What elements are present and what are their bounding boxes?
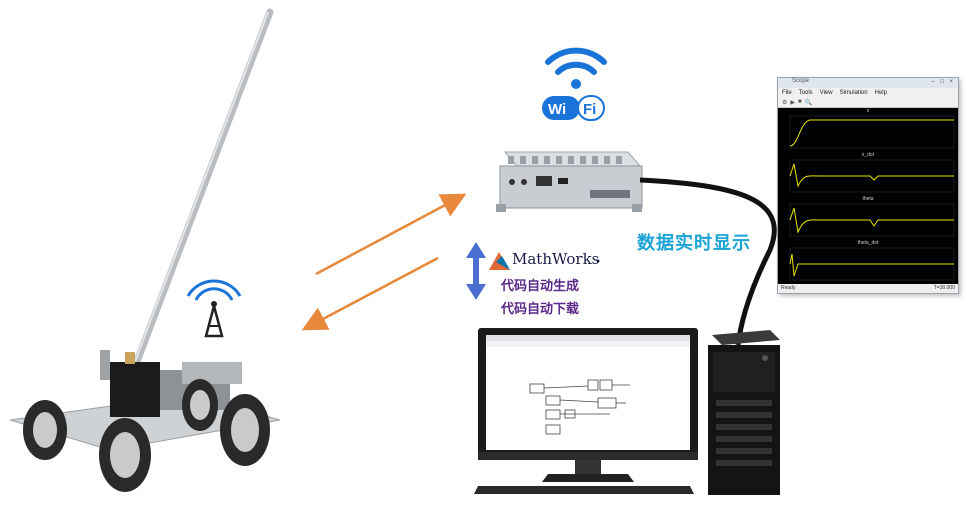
- wheel-rear-left: [23, 400, 67, 460]
- uplink-arrow: [315, 193, 467, 276]
- realtime-display-label: 数据实时显示: [637, 233, 751, 254]
- codegen-label: 代码自动生成: [501, 279, 580, 294]
- settings-icon[interactable]: ⚙: [782, 99, 788, 106]
- wheel-front-left: [99, 418, 151, 492]
- wheel-front-right: [220, 394, 270, 466]
- mathworks-logo-icon: [489, 252, 510, 270]
- pole-highlight: [130, 11, 269, 373]
- plot-title-theta: theta: [862, 196, 874, 202]
- monitor: [478, 328, 698, 482]
- menu-item-simulation[interactable]: Simulation: [839, 89, 868, 96]
- status-time: T=30.000: [933, 285, 955, 291]
- trace-x: [789, 119, 954, 147]
- menu-item-view[interactable]: View: [819, 89, 833, 96]
- scope-window: Scope – □ × File Tools View Simulation H…: [777, 77, 959, 294]
- download-label: 代码自动下载: [501, 302, 580, 317]
- plot-title-theta-dot: theta_dot: [857, 240, 879, 246]
- bracket: [100, 350, 110, 380]
- mathworks-label: MathWorks: [512, 250, 600, 268]
- motor-block: [110, 362, 160, 417]
- embedded-controller: [496, 151, 643, 212]
- keyboard: [474, 486, 694, 494]
- menu-item-file[interactable]: File: [782, 89, 792, 96]
- stop-icon[interactable]: ■: [798, 99, 802, 105]
- radio-tower-icon: [186, 279, 242, 338]
- downlink-arrow: [301, 256, 439, 331]
- pendulum-pole: [129, 8, 274, 376]
- ethernet-cable: [639, 177, 777, 346]
- trace-x-dot: [789, 163, 954, 188]
- run-icon[interactable]: ▶: [790, 99, 796, 106]
- pendulum-car: [9, 8, 281, 492]
- status-ready: Ready: [781, 285, 796, 291]
- trace-theta-dot: [789, 253, 954, 277]
- trademark-dot: [596, 259, 600, 263]
- scope-title: Scope: [792, 78, 810, 84]
- trace-theta: [789, 207, 954, 234]
- wifi-icon: Wi Fi: [542, 47, 607, 121]
- wheel-rear-right: [182, 379, 218, 431]
- svg-text:Wi: Wi: [548, 101, 566, 118]
- scope-titlebar: Scope – □ ×: [778, 78, 958, 88]
- menu-item-help[interactable]: Help: [874, 89, 887, 96]
- scope-traces: [789, 115, 955, 281]
- zoom-icon[interactable]: 🔍: [804, 99, 813, 106]
- encoder: [125, 352, 135, 364]
- scope-toolbar: ⚙ ▶ ■ 🔍: [778, 97, 958, 108]
- menu-item-tools[interactable]: Tools: [798, 89, 813, 96]
- scope-status-bar: Ready T=30.000: [778, 284, 958, 293]
- plot-title-x-dot: x_dot: [861, 152, 875, 158]
- up-down-arrow-icon: [466, 242, 486, 300]
- battery-box: [182, 362, 242, 384]
- svg-text:Fi: Fi: [583, 101, 596, 118]
- plot-title-x: x: [866, 108, 870, 114]
- scope-menu-bar: File Tools View Simulation Help: [778, 88, 958, 97]
- pc-tower: [708, 330, 780, 495]
- scope-plot-area: x x_dot theta theta_dot: [778, 108, 958, 284]
- window-controls[interactable]: – □ ×: [931, 79, 955, 85]
